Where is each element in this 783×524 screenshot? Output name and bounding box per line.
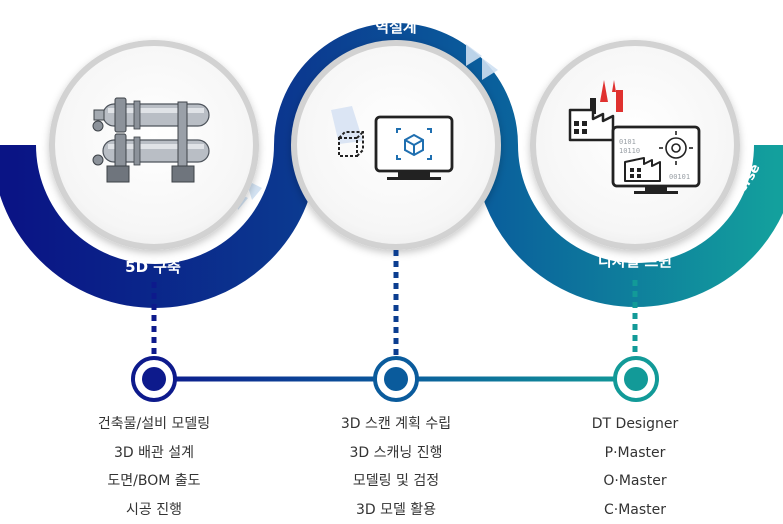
svg-text:10110: 10110 bbox=[619, 147, 640, 155]
svg-text:0101: 0101 bbox=[619, 138, 636, 146]
list-item: 3D 스캐닝 진행 bbox=[296, 439, 496, 468]
list-item: DT Designer bbox=[535, 410, 735, 439]
stage-items-5d: 건축물/설비 모델링 3D 배관 설계 도면/BOM 출도 시공 진행 bbox=[54, 410, 254, 524]
list-item: 도면/BOM 출도 bbox=[54, 467, 254, 496]
list-item: 건축물/설비 모델링 bbox=[54, 410, 254, 439]
list-item: 3D 스캔 계획 수립 bbox=[296, 410, 496, 439]
stage-label-5d: 5D 구축 bbox=[125, 258, 181, 276]
stage-label-digital-twin: 디지털 트윈 bbox=[598, 252, 672, 270]
stage-items-digital-twin: DT Designer P·Master O·Master C·Master bbox=[535, 410, 735, 524]
timeline-node-5d bbox=[133, 358, 175, 400]
list-item: P·Master bbox=[535, 439, 735, 468]
timeline-node-reverse-design bbox=[375, 358, 417, 400]
list-item: 모델링 및 검정 bbox=[296, 467, 496, 496]
svg-text:00101: 00101 bbox=[669, 173, 690, 181]
list-item: 3D 배관 설계 bbox=[54, 439, 254, 468]
stage-label-reverse-design: 역설계 bbox=[375, 18, 416, 36]
list-item: O·Master bbox=[535, 467, 735, 496]
stage-items-reverse-design: 3D 스캔 계획 수립 3D 스캐닝 진행 모델링 및 검정 3D 모델 활용 bbox=[296, 410, 496, 524]
timeline-node-digital-twin bbox=[615, 358, 657, 400]
